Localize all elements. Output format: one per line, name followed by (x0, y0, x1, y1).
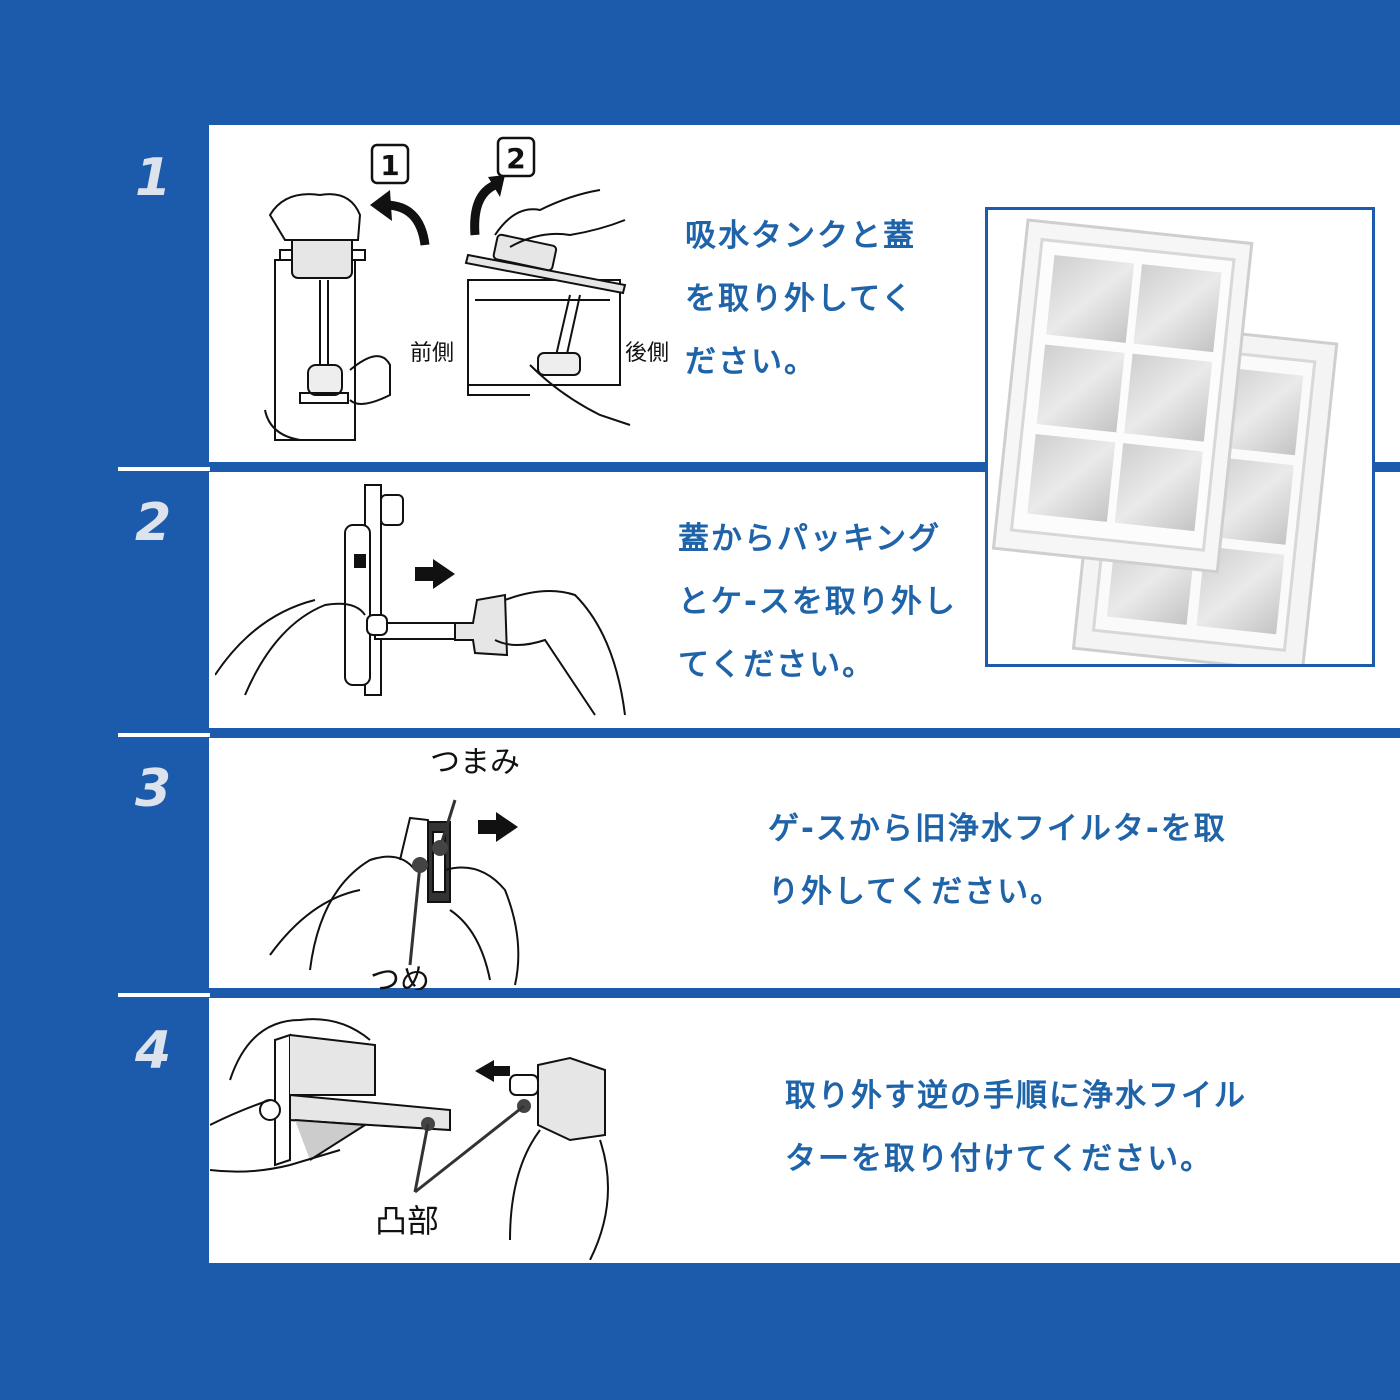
step-4-instruction-line: ターを取り付けてください。 (785, 1141, 1214, 1177)
arrow-left-icon (475, 1060, 510, 1082)
step-3-instruction-line: ゲ-スから旧浄水フイルタ-を取 (768, 811, 1227, 847)
filter-cartridge-image (991, 218, 1339, 664)
step-4-instruction-line: 取り外す逆の手順に浄水フイル (785, 1078, 1247, 1114)
step-2-illustration (215, 484, 626, 716)
label-front-side: 前側 (410, 341, 454, 366)
step-2-instruction-line: てください。 (678, 647, 876, 683)
callout-2-text: 2 (506, 142, 525, 175)
step-4-instruction: 取り外す逆の手順に浄水フイル ターを取り付けてください。 (785, 1065, 1247, 1191)
water-tank-rear (464, 189, 631, 426)
step-divider (118, 993, 210, 997)
curved-arrow-icon (384, 200, 430, 246)
callout-1: 1 (370, 143, 410, 185)
step-2-instruction: 蓋からパッキング とケ-スを取り外し てください。 (678, 508, 957, 697)
curved-arrow-icon (470, 180, 498, 236)
step-3-illustration: つまみ つめ (269, 745, 520, 990)
arrowhead-icon (488, 175, 505, 197)
step-1-number: 1 (135, 148, 172, 208)
step-3-instruction: ゲ-スから旧浄水フイルタ-を取 り外してください。 (768, 798, 1227, 924)
label-rear-side: 後側 (625, 341, 669, 366)
filter-cartridge-front (991, 218, 1254, 574)
step-2-instruction-line: とケ-スを取り外し (678, 584, 957, 620)
step-1-instruction-line: ださい。 (685, 344, 817, 380)
lid-and-case (215, 484, 626, 716)
step-1-illustration: 1 2 前側 後側 (264, 136, 669, 441)
label-protrusion: 凸部 (375, 1202, 439, 1240)
step-1-instruction: 吸水タンクと蓋 を取り外してく ださい。 (685, 205, 916, 394)
step-1-instruction-line: 吸水タンクと蓋 (685, 218, 916, 254)
step-2-number: 2 (135, 493, 172, 553)
arrowhead-icon (370, 190, 392, 221)
lid-and-filter (210, 1018, 609, 1260)
label-claw: つめ (370, 963, 430, 990)
step-divider (118, 467, 210, 471)
callout-2: 2 (496, 136, 536, 178)
callout-1-text: 1 (380, 149, 399, 182)
panel-edge (960, 462, 985, 466)
arrow-right-icon (415, 559, 455, 589)
arrow-right-icon (478, 812, 518, 842)
water-tank-front (264, 193, 391, 441)
step-4-panel (209, 998, 1400, 1263)
step-3-number: 3 (135, 759, 172, 819)
step-4-number: 4 (135, 1021, 172, 1081)
step-divider (118, 733, 210, 737)
step-4-illustration: 凸部 (210, 1018, 609, 1260)
panel-edge (1375, 462, 1400, 466)
step-1-instruction-line: を取り外してく (685, 281, 915, 317)
filter-product-photo (985, 207, 1375, 667)
step-3-instruction-line: り外してください。 (768, 874, 1064, 910)
step-2-instruction-line: 蓋からパッキング (678, 521, 942, 557)
hands-holding-case (269, 816, 520, 986)
label-knob: つまみ (430, 745, 520, 780)
